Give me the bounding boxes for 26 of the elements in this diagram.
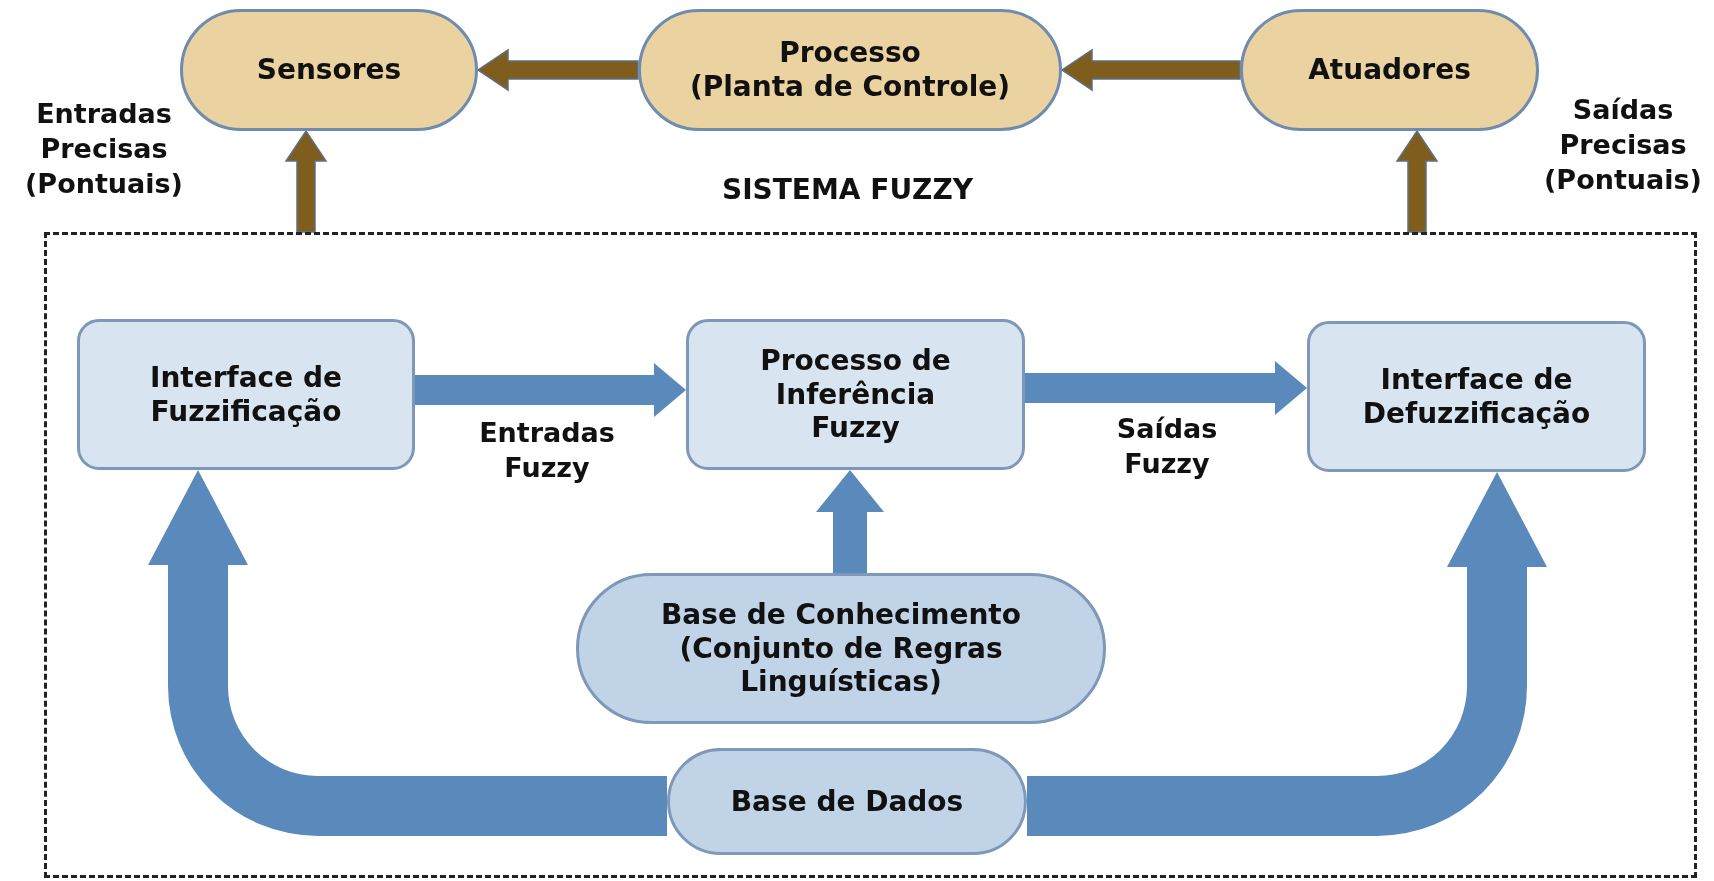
node-label: Processo xyxy=(779,36,921,70)
block-arrow xyxy=(148,470,667,836)
node-label: (Conjunto de Regras Linguísticas) xyxy=(678,631,1004,699)
process-box xyxy=(77,319,415,470)
io-label: Saídas Precisas (Pontuais) xyxy=(1543,93,1703,198)
io-label: Entradas Precisas (Pontuais) xyxy=(24,97,184,202)
block-arrow xyxy=(1395,129,1439,233)
block-arrow xyxy=(1025,361,1307,415)
node-label: Interface de Defuzzificação xyxy=(1361,362,1592,431)
process-box xyxy=(686,319,1025,470)
database-node xyxy=(667,748,1027,855)
block-arrow xyxy=(284,129,328,233)
node-label: Base de Dados xyxy=(730,784,964,819)
block-arrow xyxy=(1027,472,1547,836)
process-box xyxy=(1307,321,1646,472)
node-label: Base de Conhecimento xyxy=(661,598,1021,632)
node-label: Atuadores xyxy=(1308,53,1471,87)
group-title: SISTEMA FUZZY xyxy=(722,173,973,207)
block-arrow xyxy=(415,363,686,417)
node-label: Sensores xyxy=(256,53,402,87)
block-arrow xyxy=(476,48,639,92)
node-label: Interface de Fuzzificação xyxy=(149,360,343,429)
block-arrow xyxy=(1060,48,1241,92)
node-label: Processo de Inferência Fuzzy xyxy=(759,344,952,445)
node-label: (Planta de Controle) xyxy=(689,70,1011,104)
block-arrow xyxy=(816,470,884,573)
